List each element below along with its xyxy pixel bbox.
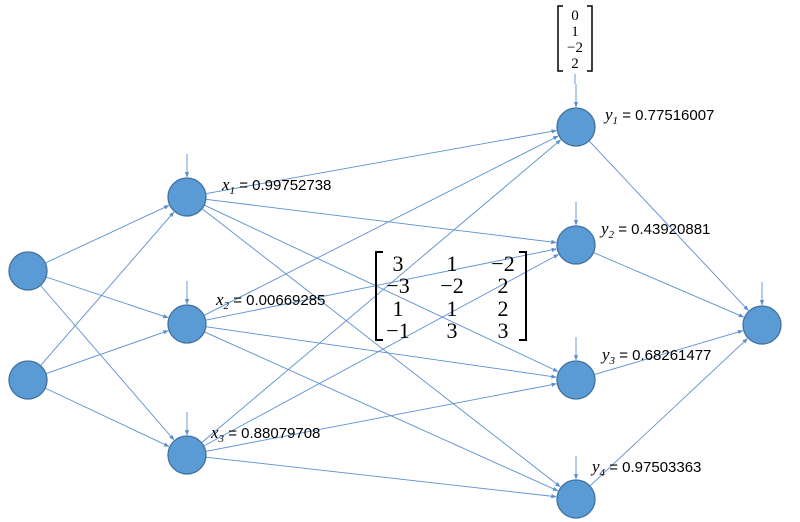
- output-node-1: [556, 107, 596, 147]
- hidden-label-2: x2 = 0.00669285: [215, 290, 325, 312]
- edge-hidden-output: [201, 208, 561, 488]
- vector-entry: 0: [571, 8, 579, 24]
- edge-hidden-output: [205, 198, 557, 245]
- edge-hidden-output: [203, 135, 559, 316]
- edge-output-final: [588, 140, 749, 311]
- edge-input-hidden: [45, 276, 169, 319]
- edge-hidden-output: [201, 139, 562, 444]
- matrix-cell: 1: [393, 296, 404, 321]
- bias-arrows: [184, 74, 765, 480]
- output-label-4: y4 = 0.97503363: [590, 457, 701, 479]
- edge-hidden-output: [204, 204, 559, 372]
- edge-hidden-output: [205, 326, 557, 379]
- edge-hidden-output: [205, 456, 557, 499]
- output-label-1: y1 = 0.77516007: [603, 105, 714, 127]
- matrix-cell: 2: [498, 273, 509, 298]
- edge-input-hidden: [45, 330, 169, 375]
- edge-hidden-output: [204, 331, 559, 492]
- vector-left-bracket: [557, 5, 563, 72]
- matrix-left-bracket: [375, 251, 383, 341]
- weight-matrix: 3 1 −2 −3 −2 2 1 1 2 −1 3 3: [375, 251, 527, 343]
- matrix-cell: −2: [440, 273, 463, 298]
- edge-output-final: [594, 329, 744, 376]
- edge-input-hidden: [45, 205, 170, 264]
- edge-hidden-output: [205, 129, 557, 195]
- matrix-cell: 3: [447, 318, 458, 343]
- bias-vector: 0 1 −2 2: [557, 5, 593, 72]
- matrix-right-bracket: [519, 251, 527, 341]
- matrix-cell: −3: [386, 273, 409, 298]
- edge-hidden-output: [205, 247, 557, 321]
- edge-input-hidden: [40, 211, 175, 366]
- hidden-node-2: [167, 304, 207, 344]
- matrix-cell: 1: [447, 296, 458, 321]
- vector-entry: −2: [567, 40, 583, 56]
- output-label-2: y2 = 0.43920881: [599, 219, 710, 241]
- matrix-cell: −2: [491, 251, 514, 276]
- hidden-node-1: [167, 177, 207, 217]
- edge-input-hidden: [44, 387, 170, 447]
- output-node-3: [556, 360, 596, 400]
- connections: [40, 129, 749, 499]
- edge-input-hidden: [40, 285, 175, 441]
- hidden-node-3: [167, 435, 207, 475]
- matrix-cell: 3: [393, 251, 404, 276]
- matrix-cell: 2: [498, 296, 509, 321]
- matrix-cell: 3: [498, 318, 509, 343]
- vector-entry: 2: [571, 56, 579, 72]
- edge-output-final: [589, 338, 748, 487]
- edge-hidden-output: [203, 254, 559, 447]
- final-node: [742, 305, 782, 345]
- input-node-2: [8, 360, 48, 400]
- hidden-label-3: x3 = 0.88079708: [210, 423, 320, 445]
- vector-entry: 1: [571, 24, 579, 40]
- input-node-1: [8, 251, 48, 291]
- edge-output-final: [593, 252, 745, 318]
- matrix-cell: −1: [386, 318, 409, 343]
- output-node-4: [556, 479, 596, 519]
- output-node-2: [556, 225, 596, 265]
- matrix-cell: 1: [447, 251, 458, 276]
- vector-right-bracket: [587, 5, 593, 72]
- output-label-3: y3 = 0.68261477: [600, 345, 711, 367]
- hidden-label-1: x1 = 0.99752738: [221, 175, 331, 197]
- nodes: [8, 107, 782, 519]
- edge-hidden-output: [205, 382, 557, 452]
